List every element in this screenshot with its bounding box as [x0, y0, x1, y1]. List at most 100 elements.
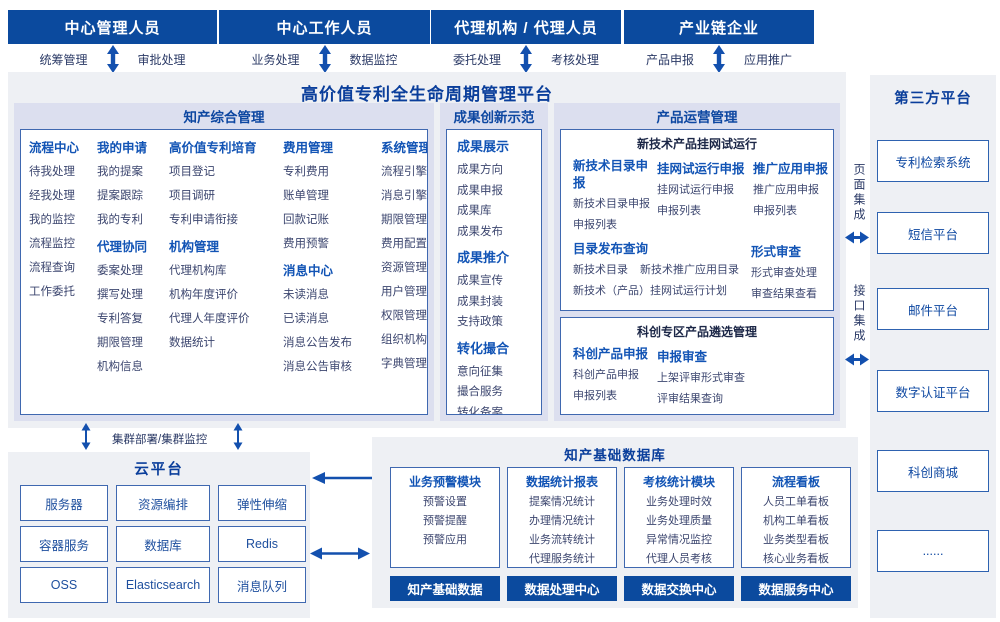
menu-group-header: 挂网试运行申报: [657, 162, 745, 176]
third-party-title: 第三方平台: [894, 91, 972, 107]
menu-item-line: 成果库: [457, 201, 541, 222]
role-action-label: 数据监控: [349, 52, 398, 67]
menu-group: 成果推介成果宣传成果封装支持政策: [457, 245, 541, 333]
menu-item: 成果封装: [457, 295, 503, 308]
menu-item-line: 成果宣传: [457, 271, 541, 292]
menu-item-line: 预警设置: [391, 493, 499, 512]
menu-group-row: 科创产品申报科创产品申报申报列表申报审查上架评审形式审查评审结果查询: [561, 341, 833, 410]
third-party-system-box: 科创商城: [877, 450, 989, 492]
menu-item-line: 预警提醒: [391, 512, 499, 531]
cloud-service-box: 消息队列: [218, 567, 306, 603]
third-party-system-box: ......: [877, 530, 989, 572]
menu-item: 预警应用: [423, 534, 467, 546]
menu-item-line: 代理人年度评价: [169, 307, 277, 331]
menu-group: 数据统计报表提案情况统计办理情况统计业务流转统计代理服务统计: [507, 467, 617, 568]
menu-item-line: 专利费用: [283, 160, 375, 184]
menu-item: 申报列表: [573, 219, 617, 231]
vertical-double-arrow-icon: [106, 45, 120, 73]
subbox-new-tech-trial: 新技术产品挂网试运行 新技术目录申报新技术目录申报申报列表挂网试运行申报挂网试运…: [560, 129, 834, 311]
menu-item: 消息公告审核: [283, 361, 352, 373]
menu-item: 工作委托: [29, 286, 75, 298]
menu-item: 新技术推广应用目录: [640, 264, 739, 276]
menu-item-line: 支持政策: [457, 312, 541, 333]
section-title: 成果创新示范: [453, 110, 535, 125]
menu-item: 已读消息: [283, 313, 329, 325]
menu-item-line: 意向征集: [457, 362, 541, 383]
menu-item: 意向征集: [457, 365, 503, 378]
third-party-system-box: 短信平台: [877, 212, 989, 254]
menu-item: 业务处理时效: [646, 496, 712, 508]
menu-item-line: 业务类型看板: [742, 531, 850, 550]
interface-integration-label: 接口集成: [852, 284, 866, 344]
menu-group: 系统管理流程引擎消息引擎期限管理费用配置资源管理用户管理权限管理组织机构字典管理: [381, 136, 427, 376]
menu-item-line: 代理服务统计: [508, 550, 616, 569]
menu-item: 成果发布: [457, 225, 503, 238]
menu-item: 回款记账: [283, 214, 329, 226]
vertical-double-arrow-icon: [232, 423, 244, 450]
role-action-label: 应用推广: [744, 52, 793, 67]
menu-item: 消息引擎: [381, 190, 427, 202]
role-title: 产业链企业: [624, 10, 814, 44]
menu-item-line: 代理人员考核: [625, 550, 733, 569]
menu-item-line: 待我处理: [29, 160, 91, 184]
data-center-box: 数据处理中心: [507, 576, 617, 601]
menu-item: 流程查询: [29, 262, 75, 274]
menu-item: 申报列表: [753, 205, 797, 217]
menu-item-line: 成果发布: [457, 222, 541, 243]
menu-item-line: 业务处理时效: [625, 493, 733, 512]
menu-item: 项目登记: [169, 166, 215, 178]
subbox-sci-innovation: 科创专区产品遴选管理 科创产品申报科创产品申报申报列表申报审查上架评审形式审查评…: [560, 317, 834, 415]
menu-group: 费用管理专利费用账单管理回款记账费用预警: [283, 136, 375, 256]
menu-group-header: 流程中心: [29, 141, 80, 155]
menu-group: 推广应用申报推广应用申报申报列表: [753, 158, 833, 236]
user-roles-row: 中心管理人员统筹管理审批处理中心工作人员业务处理数据监控代理机构 / 代理人员委…: [0, 0, 1000, 73]
cloud-service-box: 服务器: [20, 485, 108, 521]
menu-item-line: 消息公告发布: [283, 331, 375, 355]
menu-group-header: 成果展示: [457, 139, 510, 154]
menu-column: 流程中心待我处理经我处理我的监控流程监控流程查询工作委托: [29, 136, 91, 379]
menu-group: 代理协同委案处理撰写处理专利答复期限管理机构信息: [97, 235, 163, 379]
menu-group: 高价值专利培育项目登记项目调研专利申请衔接: [169, 136, 277, 232]
menu-item-line: 字典管理: [381, 352, 427, 376]
subbox-title: 新技术产品挂网试运行: [636, 137, 757, 151]
menu-group: 机构管理代理机构库机构年度评价代理人年度评价数据统计: [169, 235, 277, 355]
menu-item: 字典管理: [381, 358, 427, 370]
horizontal-double-arrow-icon: [845, 230, 869, 245]
menu-item: 成果宣传: [457, 275, 503, 287]
vertical-double-arrow-icon: [318, 45, 332, 73]
menu-item: 形式审查处理: [751, 267, 817, 279]
menu-item: 成果申报: [457, 184, 503, 197]
menu-item-line: 新技术目录新技术推广应用目录: [573, 260, 751, 281]
menu-item: 上架评审形式审查: [657, 372, 745, 384]
role-action-label: 考核处理: [551, 52, 600, 67]
section-title: 产品运营管理: [656, 110, 738, 125]
db-title: 知产基础数据库: [564, 448, 666, 463]
section-ip-management: 知产综合管理 流程中心待我处理经我处理我的监控流程监控流程查询工作委托我的申请我…: [14, 103, 434, 421]
role-action-label: 委托处理: [452, 52, 501, 67]
menu-item-line: 消息引擎: [381, 184, 427, 208]
menu-item: 新技术（产品）挂网试运行计划: [573, 285, 727, 297]
section-product-ops: 产品运营管理 新技术产品挂网试运行 新技术目录申报新技术目录申报申报列表挂网试运…: [554, 103, 840, 421]
menu-group: 目录发布查询新技术目录新技术推广应用目录新技术（产品）挂网试运行计划: [573, 238, 751, 305]
data-center-box: 数据服务中心: [741, 576, 851, 601]
menu-item: 提案情况统计: [529, 496, 595, 508]
menu-item: 转化备案: [457, 406, 503, 415]
menu-item-line: 委案处理: [97, 259, 163, 283]
menu-item-line: 科创产品申报: [573, 365, 657, 386]
menu-group-row: 新技术目录申报新技术目录申报申报列表挂网试运行申报挂网试运行申报申报列表推广应用…: [561, 153, 833, 236]
cloud-service-box: 容器服务: [20, 526, 108, 562]
role-sub-row: 统筹管理审批处理: [8, 44, 217, 74]
menu-item: 代理人员考核: [646, 553, 712, 565]
menu-item-line: 流程查询: [29, 256, 91, 280]
menu-item-line: 专利答复: [97, 307, 163, 331]
menu-item-line: 流程引擎: [381, 160, 427, 184]
menu-item: 新技术目录: [573, 264, 628, 276]
menu-item: 账单管理: [283, 190, 329, 202]
menu-item: 我的专利: [97, 214, 143, 226]
cloud-service-box: 资源编排: [116, 485, 210, 521]
vertical-double-arrow-icon: [80, 423, 92, 450]
menu-item: 经我处理: [29, 190, 75, 202]
menu-item-line: 预警应用: [391, 531, 499, 550]
menu-item: 权限管理: [381, 310, 427, 322]
